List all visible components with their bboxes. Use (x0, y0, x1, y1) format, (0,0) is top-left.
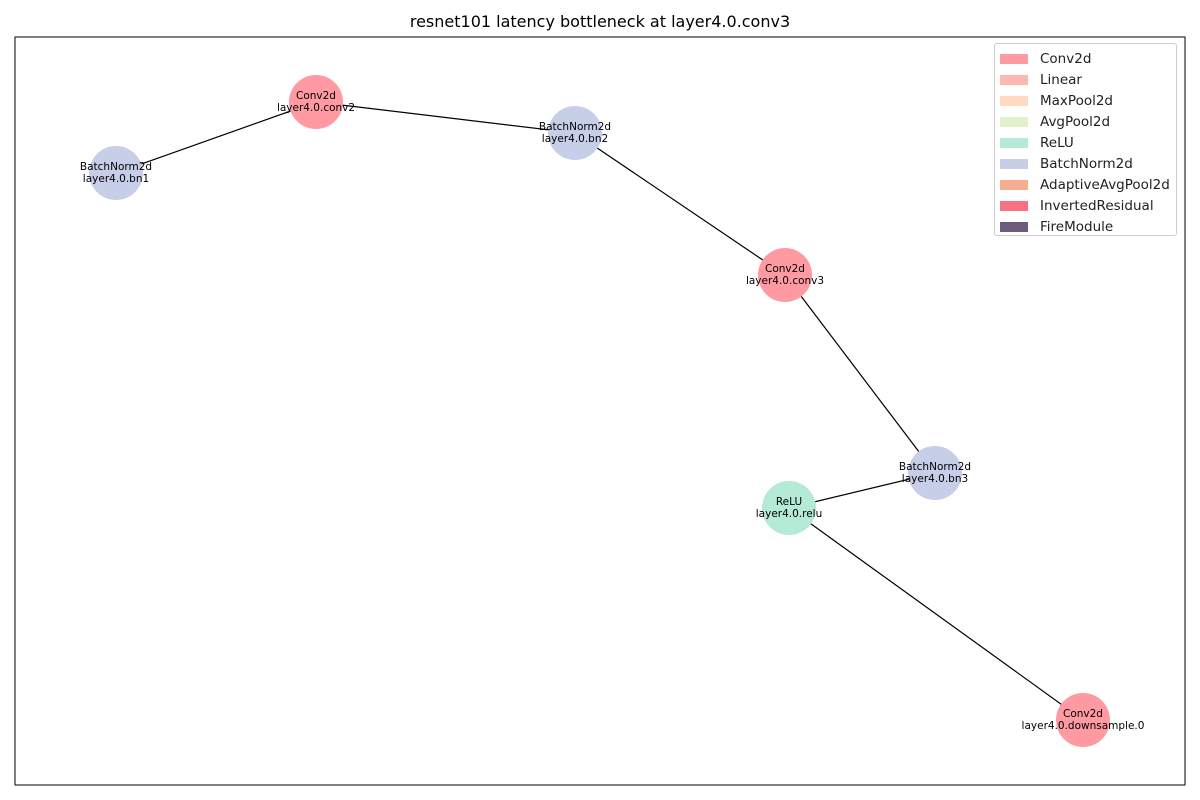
edge-0 (115, 101, 317, 174)
node-id-label: layer4.0.bn3 (902, 473, 968, 485)
edge-1 (315, 101, 576, 134)
edge-5 (788, 507, 1084, 721)
node-type-label: BatchNorm2d (899, 461, 971, 473)
node-circle (758, 248, 812, 302)
legend-label: BatchNorm2d (1040, 155, 1133, 172)
legend-label: MaxPool2d (1040, 92, 1113, 109)
legend-item: MaxPool2d (1000, 90, 1176, 111)
legend-item: ReLU (1000, 132, 1176, 153)
node-id-label: layer4.0.bn2 (542, 133, 608, 145)
node-id-label: layer4.0.downsample.0 (1022, 720, 1145, 732)
legend-swatch (1000, 137, 1028, 148)
node-type-label: BatchNorm2d (80, 161, 152, 173)
legend-item: AvgPool2d (1000, 111, 1176, 132)
node-id-label: layer4.0.conv3 (746, 275, 824, 287)
node-type-label: Conv2d (1063, 708, 1103, 720)
legend-swatch (1000, 53, 1028, 64)
legend-label: Conv2d (1040, 50, 1092, 67)
node-circle (1056, 693, 1110, 747)
legend-item: Conv2d (1000, 48, 1176, 69)
edge-3 (784, 274, 936, 474)
legend-label: FireModule (1040, 218, 1114, 235)
legend-item: FireModule (1000, 216, 1176, 237)
legend-label: InvertedResidual (1040, 197, 1154, 214)
nodes-layer: BatchNorm2dlayer4.0.bn1Conv2dlayer4.0.co… (80, 75, 1145, 747)
node-circle (908, 446, 962, 500)
node-type-label: BatchNorm2d (539, 121, 611, 133)
legend-swatch (1000, 200, 1028, 211)
legend-item: InvertedResidual (1000, 195, 1176, 216)
node-type-label: Conv2d (765, 263, 805, 275)
legend-swatch (1000, 95, 1028, 106)
node-type-label: ReLU (776, 496, 802, 508)
legend-swatch (1000, 116, 1028, 127)
node-circle (762, 481, 816, 535)
legend-item: AdaptiveAvgPool2d (1000, 174, 1176, 195)
plot-frame (14, 36, 1186, 786)
node-id-label: layer4.0.bn1 (83, 173, 149, 185)
node-type-label: Conv2d (296, 90, 336, 102)
node-circle (89, 146, 143, 200)
edge-2 (574, 132, 786, 276)
legend-swatch (1000, 74, 1028, 85)
node-id-label: layer4.0.relu (756, 508, 823, 520)
node-circle (548, 106, 602, 160)
legend-label: Linear (1040, 71, 1082, 88)
figure-title: resnet101 latency bottleneck at layer4.0… (409, 12, 791, 31)
node-circle (289, 75, 343, 129)
legend-label: ReLU (1040, 134, 1074, 151)
legend-item: BatchNorm2d (1000, 153, 1176, 174)
legend-item: Linear (1000, 69, 1176, 90)
legend-label: AvgPool2d (1040, 113, 1111, 130)
edges-layer (115, 101, 1084, 721)
node-id-label: layer4.0.conv2 (277, 102, 355, 114)
legend-swatch (1000, 221, 1028, 232)
legend-swatch (1000, 158, 1028, 169)
legend-label: AdaptiveAvgPool2d (1040, 176, 1170, 193)
legend-swatch (1000, 179, 1028, 190)
